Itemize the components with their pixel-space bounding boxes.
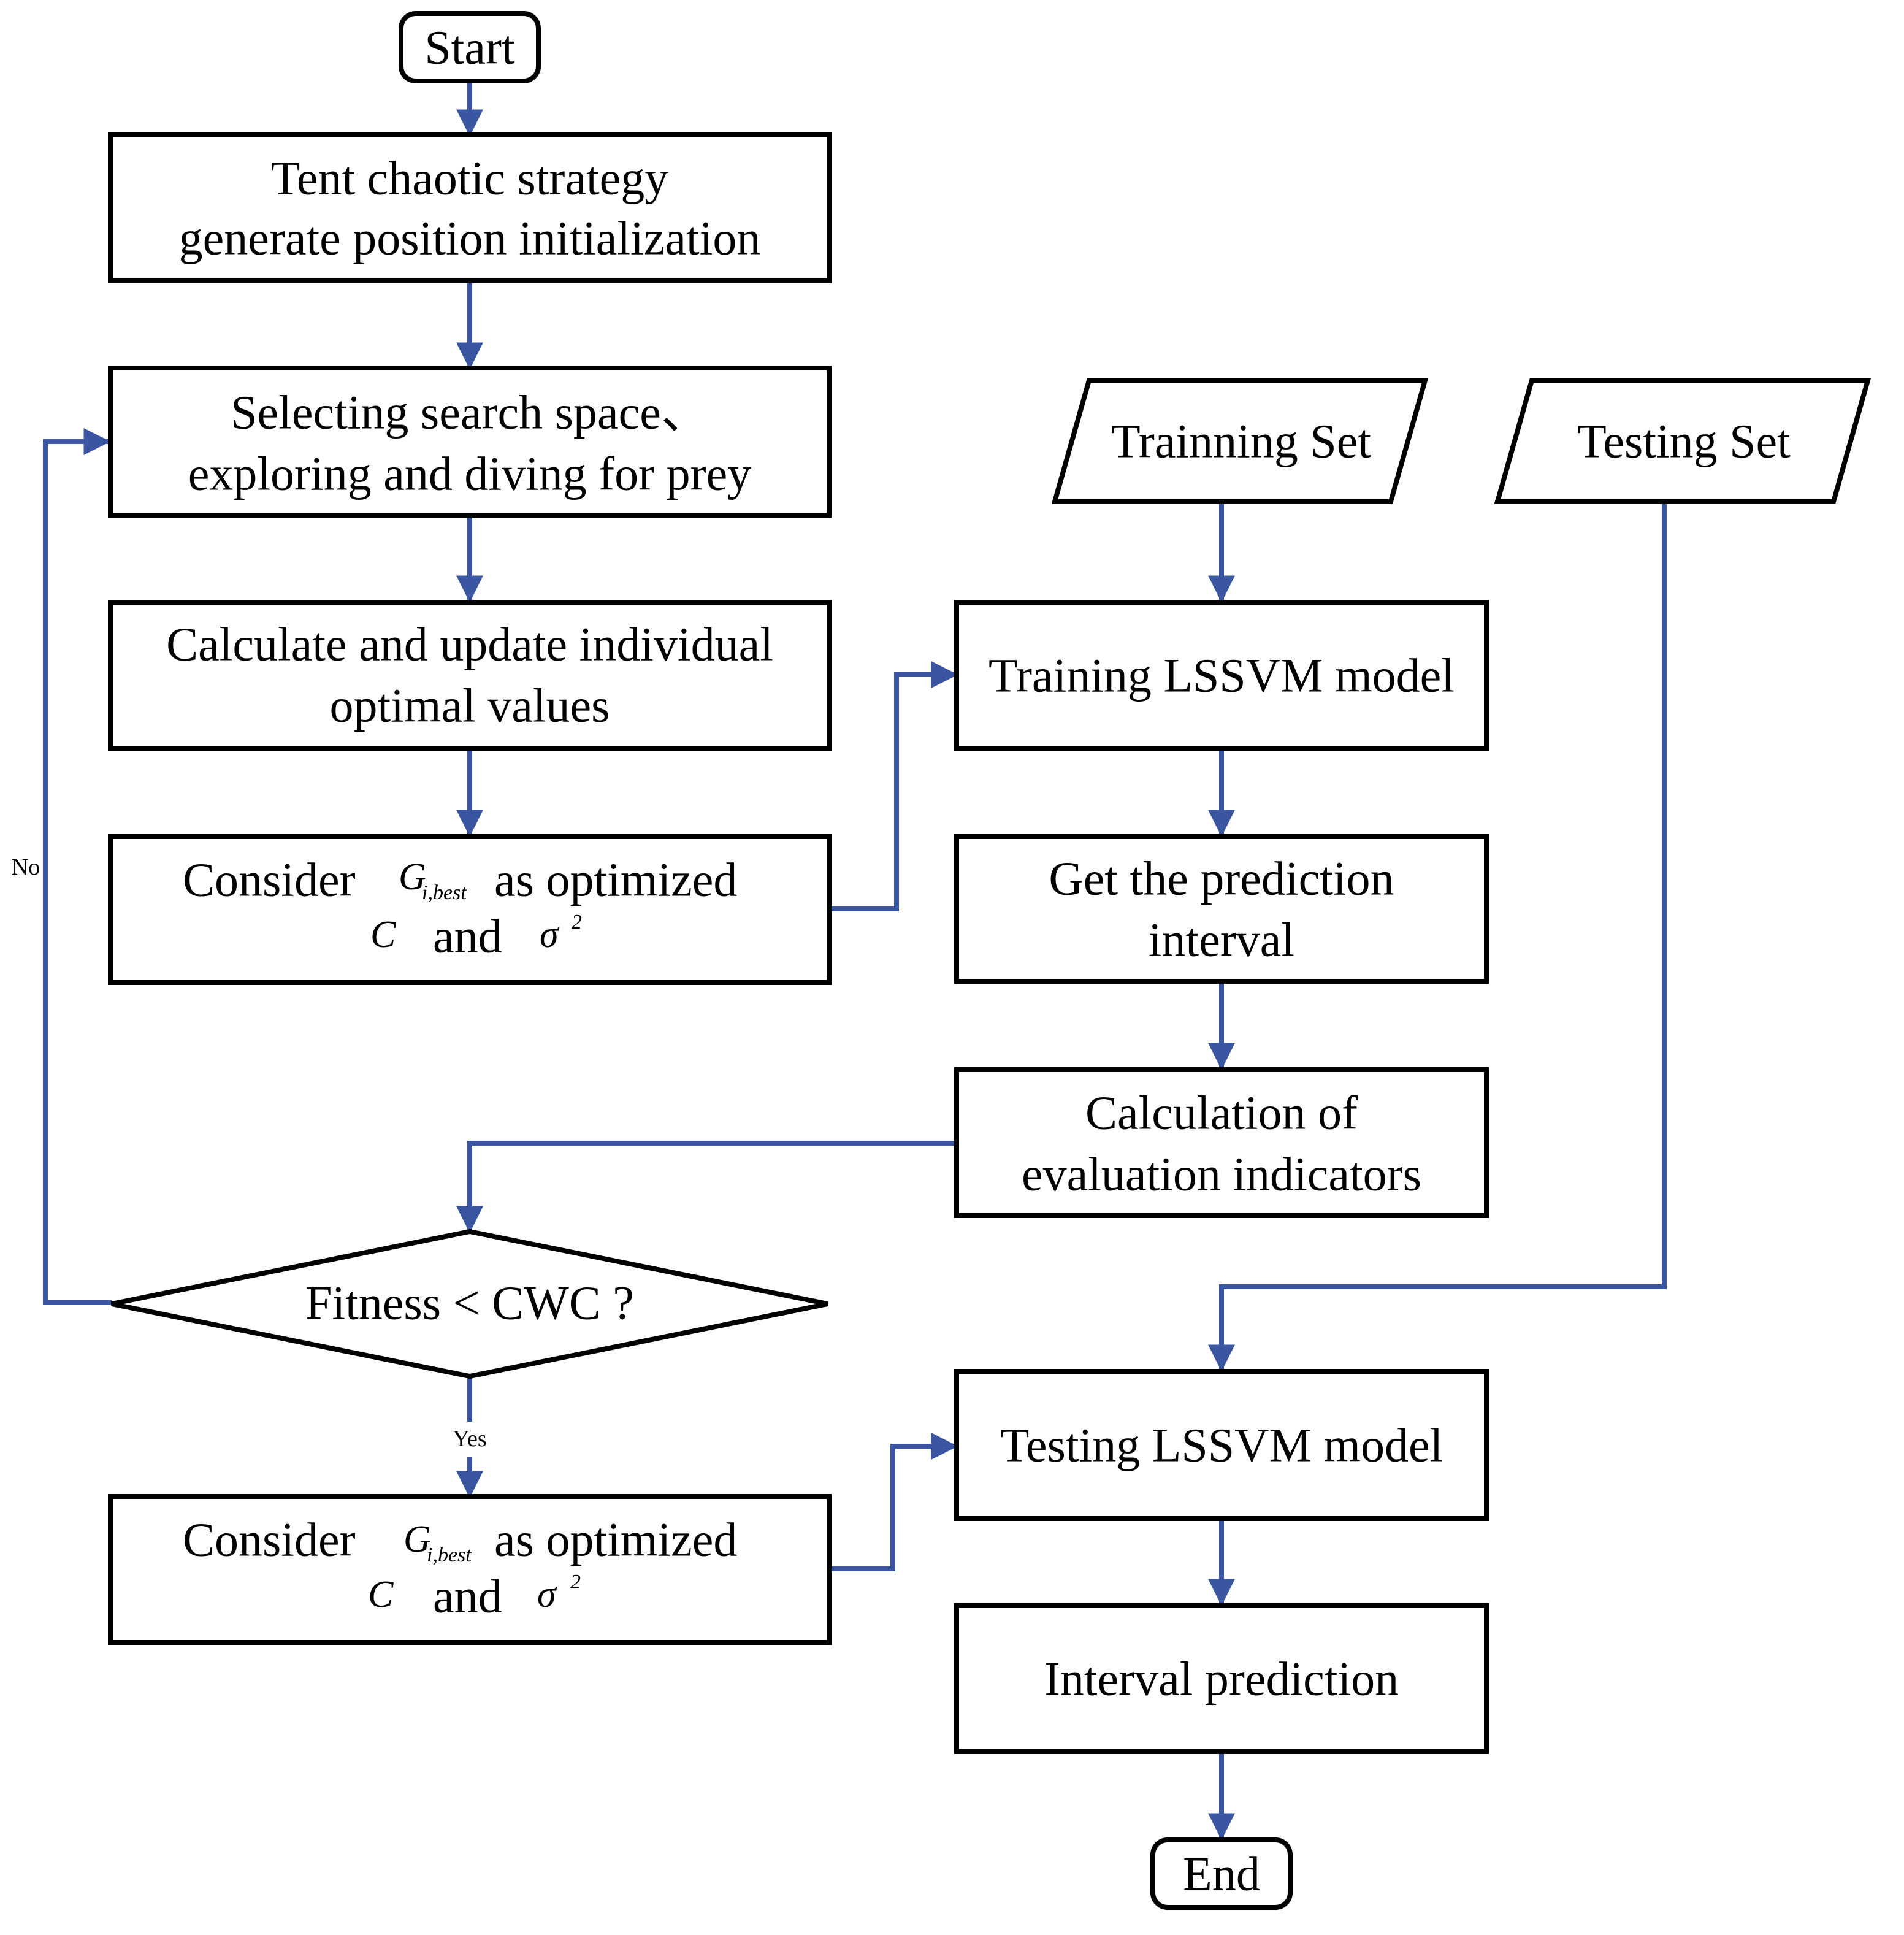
as-optimized-text: as optimized — [494, 853, 737, 906]
prediction-interval-box — [954, 834, 1489, 984]
no-label: No — [12, 854, 40, 880]
tent-strategy-line1: Tent chaotic strategy — [271, 151, 669, 205]
tent-strategy-line2: generate position initialization — [179, 212, 761, 265]
evaluation-indicators-line1: Calculation of — [1085, 1086, 1358, 1140]
arrow-no-loop — [43, 428, 112, 1305]
consider-optimized-box-2 — [108, 1494, 832, 1645]
arrow-eval-to-fitness — [456, 1141, 957, 1233]
arrow-consider-to-training — [829, 661, 958, 911]
g-subscript: i,best — [422, 881, 467, 904]
sigma-superscript-2: 2 — [570, 1571, 581, 1593]
yes-label: Yes — [453, 1426, 486, 1452]
interval-prediction-label: Interval prediction — [1044, 1652, 1399, 1706]
tent-strategy-box — [108, 132, 832, 283]
testing-model-label: Testing LSSVM model — [1000, 1419, 1443, 1472]
end-terminal — [1150, 1837, 1293, 1910]
sigma-symbol-2: σ — [537, 1574, 557, 1615]
calc-update-line2: optimal values — [329, 679, 610, 732]
testing-set-label: Testing Set — [1577, 415, 1791, 468]
calc-update-box — [108, 600, 832, 751]
fitness-decision — [111, 1228, 828, 1379]
consider-word: Consider — [183, 853, 356, 906]
evaluation-indicators-box — [954, 1067, 1489, 1218]
fitness-label: Fitness < CWC ? — [305, 1276, 634, 1330]
and-word: and — [433, 910, 502, 963]
g-symbol-2: G — [403, 1519, 431, 1560]
training-set-input — [1051, 378, 1429, 504]
calc-update-line1: Calculate and update individual — [166, 618, 773, 671]
select-search-box — [108, 366, 832, 518]
testing-model-box — [954, 1369, 1489, 1521]
arrow-testingset-to-testmodel — [1208, 502, 1667, 1372]
sigma-superscript: 2 — [572, 911, 582, 933]
consider-word-2: Consider — [183, 1513, 356, 1566]
c-symbol-2: C — [368, 1574, 394, 1615]
start-terminal — [399, 11, 541, 83]
as-optimized-text-2: as optimized — [494, 1513, 737, 1566]
select-search-line2: exploring and diving for prey — [188, 447, 751, 500]
prediction-interval-line2: interval — [1149, 913, 1294, 967]
select-search-line1: Selecting search space、 — [231, 386, 709, 439]
arrow-consider2-to-testing — [829, 1433, 958, 1571]
sigma-symbol: σ — [540, 914, 560, 956]
g-symbol: G — [399, 856, 426, 898]
evaluation-indicators-line2: evaluation indicators — [1022, 1148, 1421, 1201]
end-label: End — [1183, 1847, 1260, 1901]
g-subscript-2: i,best — [427, 1544, 472, 1566]
training-model-box — [954, 600, 1489, 751]
start-label: Start — [424, 21, 515, 74]
c-symbol: C — [370, 914, 396, 956]
and-word-2: and — [433, 1569, 502, 1623]
training-model-label: Training LSSVM model — [988, 649, 1455, 702]
training-set-label: Trainning Set — [1111, 415, 1371, 468]
prediction-interval-line1: Get the prediction — [1049, 852, 1394, 905]
testing-set-input — [1494, 378, 1872, 504]
consider-optimized-box — [108, 834, 832, 985]
interval-prediction-box — [954, 1603, 1489, 1754]
